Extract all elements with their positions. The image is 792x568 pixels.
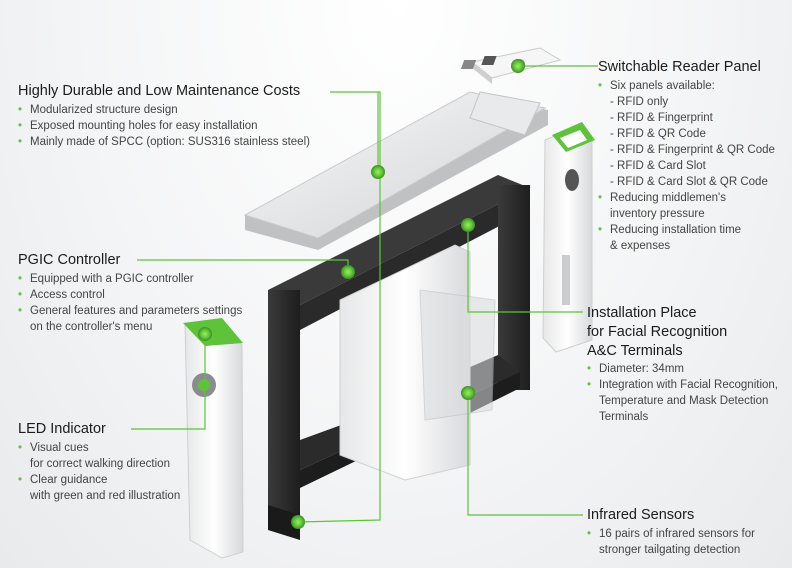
dot-frame-base (291, 515, 305, 529)
right-pillar (542, 122, 595, 353)
pgic-title: PGIC Controller (18, 252, 121, 268)
durable-title: Highly Durable and Low Maintenance Costs (18, 83, 301, 99)
list-item-continued: on the controller's menu (30, 321, 153, 333)
center-cabinet (339, 244, 496, 481)
callout-reader: Switchable Reader Panel Six panels avail… (598, 58, 775, 254)
callout-led: LED Indicator Visual cues for correct wa… (18, 420, 180, 504)
list-item-continued: stronger tailgating detection (599, 544, 741, 556)
panel-option: - RFID & Card Slot (610, 160, 706, 172)
list-item: Diameter: 34mm (587, 361, 778, 377)
dot-pgic (341, 265, 355, 279)
list-item: Equipped with a PGIC controller (18, 271, 242, 287)
list-item: Reducing middlemen's (598, 190, 775, 206)
dot-reader (511, 59, 525, 73)
reader-title: Switchable Reader Panel (598, 59, 761, 75)
callout-durable: Highly Durable and Low Maintenance Costs… (18, 82, 310, 150)
callout-lines (131, 65, 598, 523)
panel-option: - RFID only (610, 96, 669, 108)
list-item: Access control (18, 287, 242, 303)
dot-led (198, 327, 212, 341)
list-item: Six panels available: (598, 78, 775, 94)
list-item-continued: with green and red illustration (30, 490, 181, 502)
list-item: Visual cues (18, 440, 180, 456)
top-cover (243, 91, 548, 250)
install-bullets: Diameter: 34mm Integration with Facial R… (587, 361, 778, 425)
pgic-bullets: Equipped with a PGIC controller Access c… (18, 271, 242, 335)
dot-infrared (461, 386, 475, 400)
led-bullets: Visual cues for correct walking directio… (18, 440, 180, 504)
list-item-continued: for correct walking direction (30, 458, 170, 470)
panel-option: - RFID & Fingerprint (610, 112, 713, 124)
list-item: General features and parameters settings (18, 303, 242, 319)
left-pillar (183, 318, 244, 559)
install-title-line: Installation Place (587, 305, 697, 321)
list-item-continued: Temperature and Mask Detection (599, 395, 769, 407)
list-item: Modularized structure design (18, 102, 310, 118)
list-item-continued: & expenses (610, 240, 671, 252)
panel-option: - RFID & Card Slot & QR Code (610, 176, 768, 188)
install-title-line: for Facial Recognition (587, 324, 728, 340)
list-item: 16 pairs of infrared sensors for (587, 526, 755, 542)
list-item: Reducing installation time (598, 222, 775, 238)
install-title-line: A&C Terminals (587, 343, 683, 359)
infrared-bullets: 16 pairs of infrared sensors for stronge… (587, 526, 755, 558)
list-item: Mainly made of SPCC (option: SUS316 stai… (18, 134, 310, 150)
list-item: Clear guidance (18, 472, 180, 488)
reader-bullets: Six panels available: - RFID only - RFID… (598, 78, 775, 254)
panel-option: - RFID & QR Code (610, 128, 706, 140)
infrared-title: Infrared Sensors (587, 507, 695, 523)
panel-option: - RFID & Fingerprint & QR Code (610, 144, 775, 156)
dot-top-cover (371, 165, 385, 179)
callout-pgic: PGIC Controller Equipped with a PGIC con… (18, 251, 242, 335)
list-item: Integration with Facial Recognition, (587, 377, 778, 393)
callout-infrared: Infrared Sensors 16 pairs of infrared se… (587, 506, 755, 558)
led-title: LED Indicator (18, 421, 106, 437)
dot-install (461, 218, 475, 232)
list-item-continued: inventory pressure (610, 208, 705, 220)
list-item-continued: Terminals (599, 411, 649, 423)
callout-dots (198, 59, 525, 529)
callout-install: Installation Place for Facial Recognitio… (587, 304, 778, 425)
list-item: Exposed mounting holes for easy installa… (18, 118, 310, 134)
durable-bullets: Modularized structure design Exposed mou… (18, 102, 310, 150)
